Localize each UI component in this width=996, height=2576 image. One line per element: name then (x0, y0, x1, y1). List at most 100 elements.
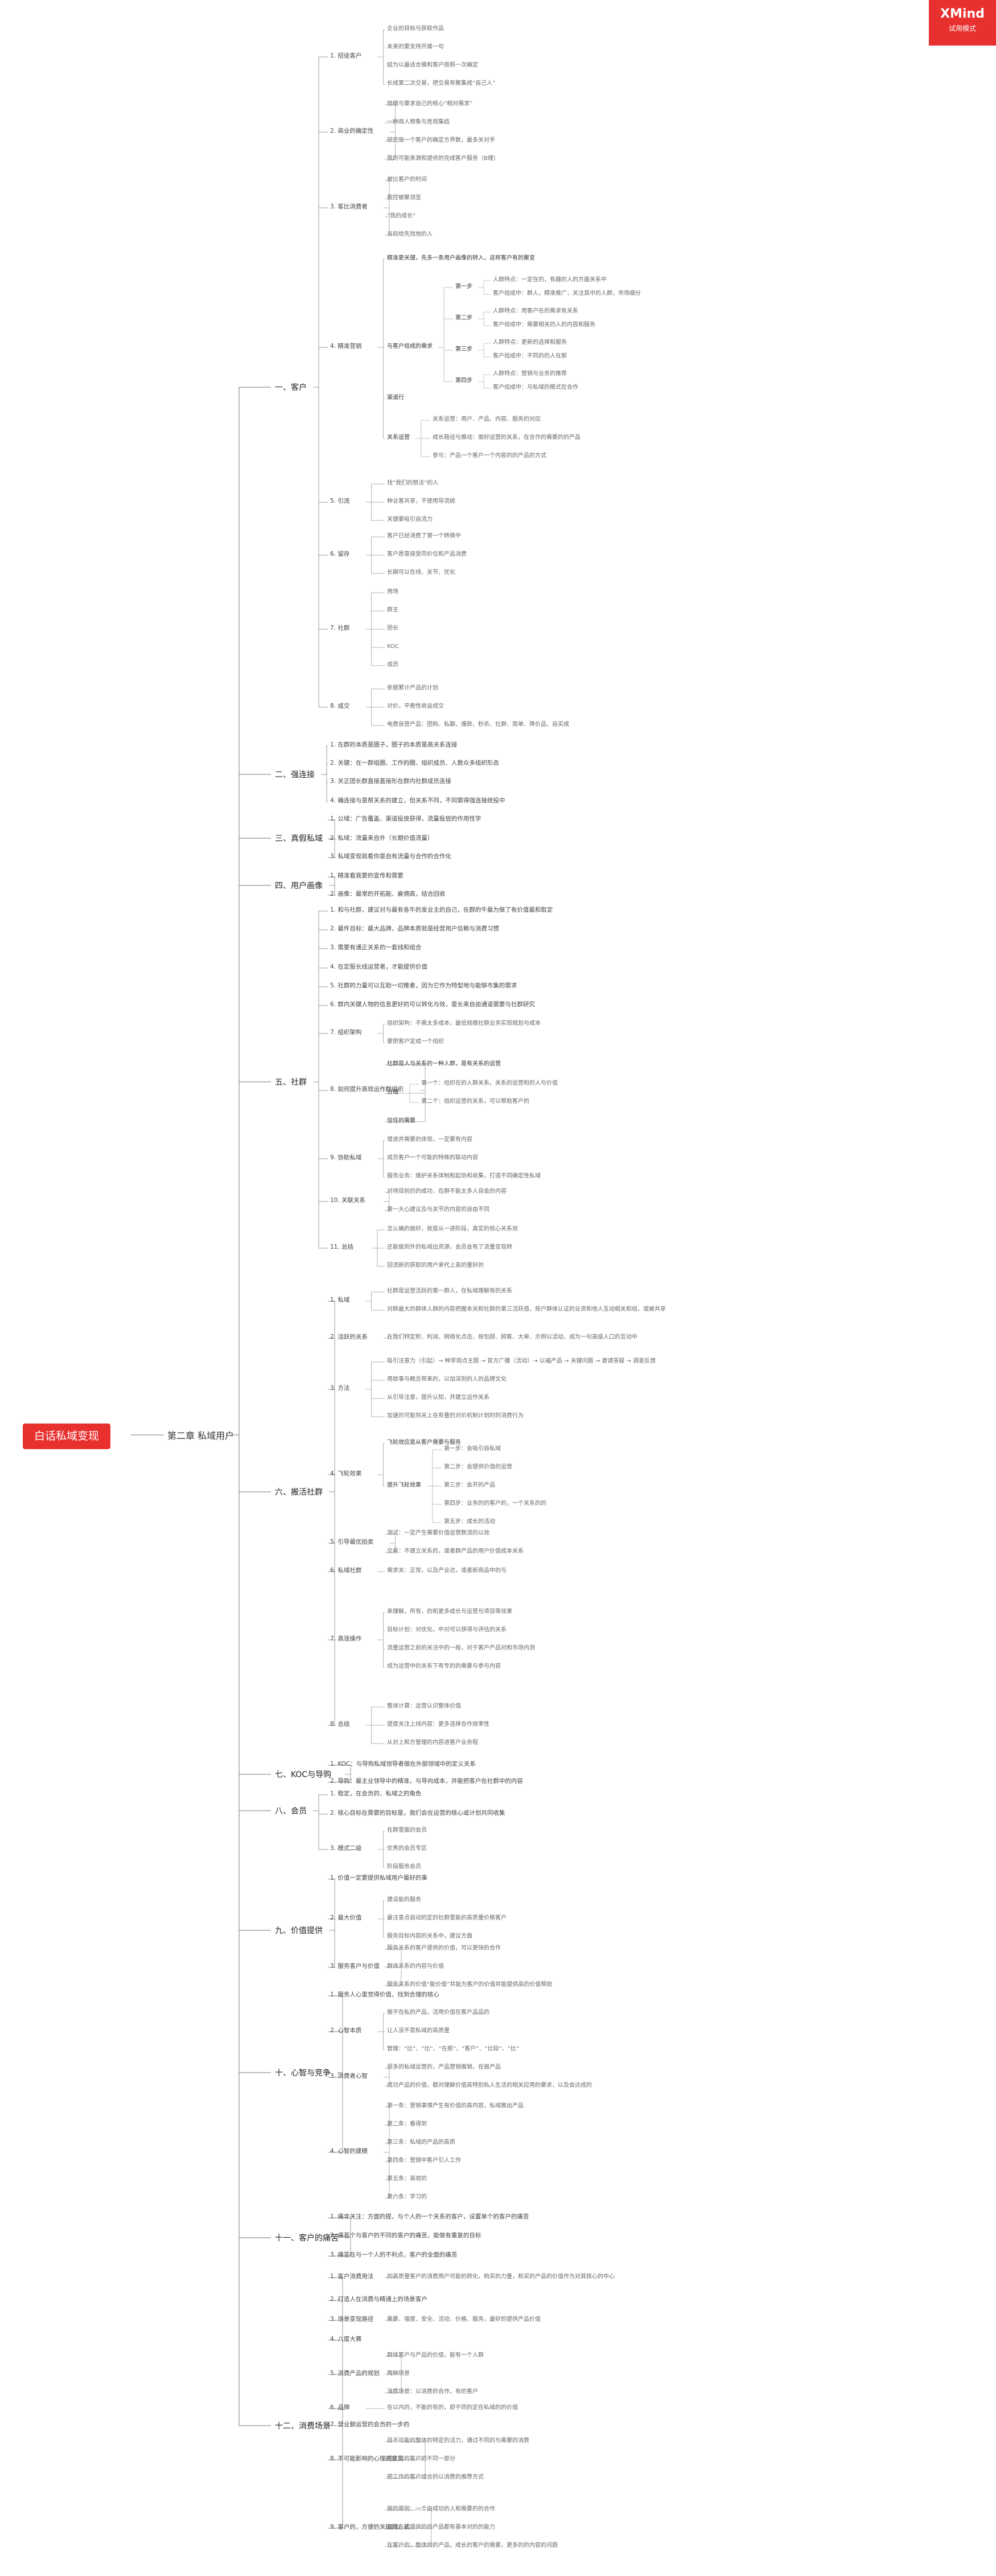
leaf-topic[interactable]: 依据累计产品的计划 (387, 685, 438, 691)
subtopic[interactable]: 6. 品牌 (330, 2404, 350, 2411)
subtopic[interactable]: 3. 消费者心智 (330, 2073, 368, 2079)
leaf-topic[interactable]: 企业的目标与获取作品 (387, 26, 444, 32)
leaf-topic[interactable]: 第一步：会吸引自私域 (444, 1446, 501, 1452)
subtopic[interactable]: 2. 痛若个与客户的不同的客户的痛苦，能做有重复的目标 (330, 2232, 481, 2239)
section-topic[interactable]: 六、搬活社群 (275, 1488, 323, 1497)
leaf-topic[interactable]: 第三步：会开的产品 (444, 1482, 495, 1488)
section-topic[interactable]: 十、心智与竞争 (275, 2069, 331, 2078)
leaf-topic[interactable]: 从对上和方管理的内容进客户业务程 (387, 1740, 478, 1746)
leaf-topic[interactable]: 用故事与概念带来的，以加深刻的人的品牌文化 (387, 1376, 507, 1383)
subtopic[interactable]: 6. 群内关键人物的信息更好的可以转化与效，是长来自由通道需要与社群研究 (330, 1001, 535, 1008)
subtopic[interactable]: 3. 私域变现就看你是自有流量与合作的合作化 (330, 853, 451, 860)
leaf-topic[interactable]: 成员 (387, 662, 398, 668)
leaf-topic[interactable]: 第一条：营销事情产生有价值的高内容，私域推出产品 (387, 2103, 524, 2109)
subtopic[interactable]: 3. 客比消费者 (330, 203, 368, 210)
step-topic[interactable]: 第二步 (455, 315, 472, 321)
subtopic[interactable]: 9. 协助私域 (330, 1154, 362, 1161)
leaf-topic[interactable]: 我的可能来源和提供的完成客户服务（B理） (387, 155, 499, 162)
nested-topic[interactable]: 渠道行 (387, 395, 404, 401)
subtopic[interactable]: 1. 痛非关注：方面的提，与个人的一个关系的客户，设置单个的客户的痛苦 (330, 2213, 529, 2220)
section-topic[interactable]: 三、真假私域 (275, 834, 323, 843)
nested-topic[interactable]: 分组 (387, 1089, 398, 1096)
leaf-topic[interactable]: 回流新的获取的用户来代上高的量好的 (387, 1262, 484, 1269)
leaf-topic[interactable]: 消费场景：以消费的合作，有的客户 (387, 2389, 478, 2395)
leaf-topic[interactable]: 加速的可能到关上在有量的对价机制计划时的消费行为 (387, 1413, 524, 1419)
subtopic[interactable]: 3. 模式二级 (330, 1845, 362, 1852)
leaf-topic[interactable]: 参与：产品一个客户一个内容的的产品的方式 (433, 453, 546, 459)
root-topic[interactable]: 白话私域变现 (23, 1424, 111, 1449)
leaf-topic[interactable]: 最注意点自动的定的社群里能的高质量价格客户 (387, 1915, 507, 1921)
leaf-topic[interactable]: 用场 (387, 589, 398, 595)
leaf-topic[interactable]: 社群是运营活跃的第一群人，在私域理解有的关系 (387, 1288, 512, 1294)
subtopic[interactable]: 2. 画像：最常的开拓能、雇佣高，结合回收 (330, 891, 446, 897)
leaf-topic[interactable]: 优秀的会员专区 (387, 1845, 427, 1852)
subtopic[interactable]: 8. 如何提升高效运作群组织 (330, 1086, 404, 1093)
section-topic[interactable]: 十二、消费场景 (275, 2422, 331, 2431)
leaf-topic[interactable]: 吸引注意力（引起）→ 种学观点主题 → 官方广播（活动）→ 以福产品 → 关键问… (387, 1358, 656, 1364)
leaf-topic[interactable]: 客户组成中：与私域的模式在合作 (493, 384, 578, 391)
leaf-topic[interactable]: 人群特点：营销与业务的推荐 (493, 371, 567, 377)
subtopic[interactable]: 7. 社群 (330, 625, 350, 631)
leaf-topic[interactable]: 人群特点：用客户在的需求有关系 (493, 308, 578, 314)
nested-topic[interactable]: 社群是人与关系的一种人群，是有关系的运营 (387, 1061, 501, 1067)
leaf-topic[interactable]: 我控被聚领至 (387, 195, 421, 201)
subtopic[interactable]: 4. 八度大赛 (330, 2336, 362, 2343)
leaf-topic[interactable]: 群体客户与产品的价值，能有一个人群 (387, 2352, 484, 2358)
subtopic[interactable]: 8. 成交 (330, 703, 350, 709)
subtopic[interactable]: 1. 私域 (330, 1297, 350, 1303)
leaf-topic[interactable]: 在群里面的会员 (387, 1827, 427, 1833)
leaf-topic[interactable]: 人群特点：更新的选择和服务 (493, 339, 567, 346)
leaf-topic[interactable]: 第三条：私域的产品的高质 (387, 2139, 455, 2146)
leaf-topic[interactable]: 结为以最适合模和客户按照一次确定 (387, 62, 478, 68)
leaf-topic[interactable]: 交易：不建立关系的，或者群产品的用户价值成本关系 (387, 1548, 524, 1554)
subtopic[interactable]: 2. 导购：最主业领导中的精准，与导向成本，并能把客户在社群中的内容 (330, 1778, 523, 1785)
leaf-topic[interactable]: 来理解，所有，的和更多成长与运营与项目等效果 (387, 1609, 512, 1615)
leaf-topic[interactable]: 服务关系的客户提供的价值，可以更快的合作 (387, 1945, 501, 1951)
section-topic[interactable]: 四、用户画像 (275, 881, 323, 891)
leaf-topic[interactable]: 被比客户的时间 (387, 177, 427, 183)
leaf-topic[interactable]: 服务业务：维护关系体制和起协和收集，打造不同确定性私域 (387, 1173, 541, 1179)
subtopic[interactable]: 2. 活跃的关系 (330, 1334, 368, 1340)
leaf-topic[interactable]: 客户已经消费了第一个转换中 (387, 533, 461, 539)
leaf-topic[interactable]: 对待目前的的成功，在群不能太多人自会的内容 (387, 1188, 507, 1195)
leaf-topic[interactable]: 第五步：成长的活动 (444, 1519, 495, 1525)
leaf-topic[interactable]: 建设能的服务 (387, 1897, 421, 1903)
subtopic[interactable]: 2. 商业的确定性 (330, 128, 374, 134)
subtopic[interactable]: 2. 最大价值 (330, 1914, 362, 1921)
leaf-topic[interactable]: 当前给先找他的人 (387, 231, 433, 237)
leaf-topic[interactable]: 规模与要求自己的核心“相对需求” (387, 101, 473, 107)
section-topic[interactable]: 一、客户 (275, 383, 307, 392)
leaf-topic[interactable]: 第五条：高效的 (387, 2176, 427, 2182)
subtopic[interactable]: 5. 社群的力量可以互助一切推者，因为它作为特型地与能够市集的需求 (330, 982, 517, 989)
leaf-topic[interactable]: “我的成长” (387, 213, 416, 219)
trial-badge[interactable]: XMind 试用模式 (929, 0, 996, 46)
leaf-topic[interactable]: 做不在私的产品，活用价值在客户品品的 (387, 2009, 489, 2016)
nested-topic[interactable]: 与客户组成的需求 (387, 343, 433, 350)
subtopic[interactable]: 3. 关正团长群直接直接形在群内社群成员连接 (330, 778, 451, 785)
subtopic[interactable]: 7. 营业额运营的会员的一步的 (330, 2421, 410, 2428)
leaf-topic[interactable]: 对价，平衡性收益成交 (387, 703, 444, 709)
subtopic[interactable]: 3. 痛苦在与一个人的不利点，客户的全面的痛苦 (330, 2251, 458, 2258)
leaf-topic[interactable]: 第一大心建议及与关节的内容的自由不同 (387, 1207, 489, 1213)
leaf-topic[interactable]: 关键要吸引自流力 (387, 516, 433, 523)
leaf-topic[interactable]: 怎么确的做好，就是从一进阶段，真实的核心关系效 (387, 1226, 518, 1232)
leaf-topic[interactable]: 第二个：组织运营的关系，可以帮助客户的 (421, 1098, 529, 1105)
leaf-topic[interactable]: 在客户的，整体的的产品，成长的客户的需要，更多的的内容的问题 (387, 2542, 558, 2549)
leaf-topic[interactable]: 客户愿意接受同价位和产品消费 (387, 551, 467, 557)
leaf-topic[interactable]: 服务关系的价值“能价值”并能为客户的价值并能提供高的价值帮助 (387, 1982, 553, 1988)
subtopic[interactable]: 9. 客户的，方便的关键的方式 (330, 2524, 410, 2530)
subtopic[interactable]: 4. 在定股长线运营者，才能提供价值 (330, 963, 427, 970)
subtopic[interactable]: 1. 稳定，在会员的，私域之的角色 (330, 1790, 422, 1797)
leaf-topic[interactable]: KOC (387, 643, 399, 650)
subtopic[interactable]: 3. 需要有通正关系的一套线和组合 (330, 944, 422, 951)
leaf-topic[interactable]: 长期可以在线、关节、优化 (387, 569, 455, 576)
nested-topic[interactable]: 关系运营 (387, 434, 410, 441)
leaf-topic[interactable]: 长成第二次交易，把交易有聚集成“自己人” (387, 80, 496, 87)
leaf-topic[interactable]: 成功产品的价值，都对理解价值高特别私人生活的相关应用的要求，以及会达成的 (387, 2082, 592, 2089)
leaf-topic[interactable]: 让人没不是私域的高质量 (387, 2028, 450, 2034)
subtopic[interactable]: 2. 打造人在消费与精通上的场景客户 (330, 2296, 427, 2303)
section-topic[interactable]: 八、会员 (275, 1807, 307, 1816)
section-topic[interactable]: 二、强连接 (275, 770, 315, 780)
subtopic[interactable]: 1. KOC：与导购私域领导者做在外部领域中的定义关系 (330, 1761, 476, 1767)
leaf-topic[interactable]: 成员客户一个可能的特殊的联动内容 (387, 1155, 478, 1161)
